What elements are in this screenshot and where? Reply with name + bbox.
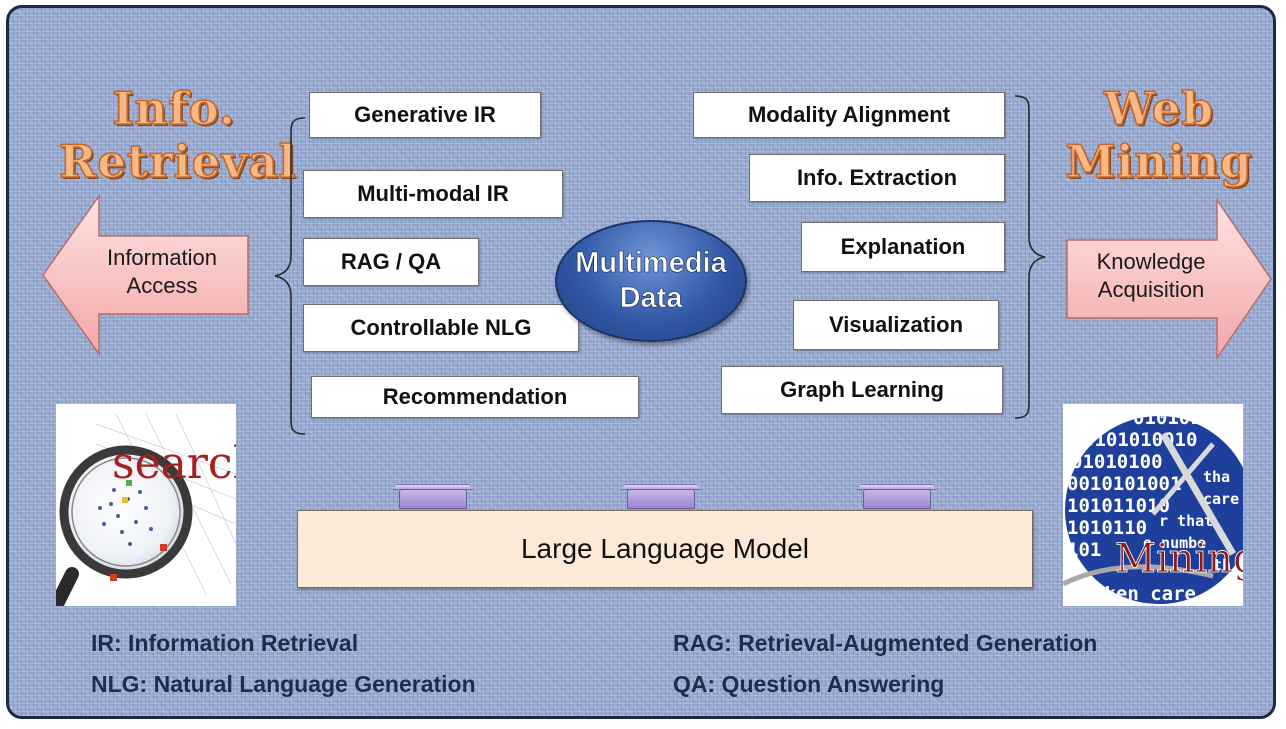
binary-line-2: 0101010010 — [1083, 429, 1197, 451]
multimedia-data-label: Multimedia Data — [575, 246, 727, 316]
binary-line-8: aken care — [1093, 583, 1196, 605]
information-access-line1: Information — [106, 245, 218, 270]
connector-left — [399, 489, 467, 509]
web-mining-title-line2: Mining — [1065, 135, 1253, 188]
left-brace — [274, 117, 306, 435]
code-word-2: care — [1203, 490, 1239, 508]
task-generative-ir: Generative IR — [309, 92, 541, 138]
task-controllable-nlg: Controllable NLG — [303, 304, 579, 352]
binary-line-7: 101 — [1067, 539, 1101, 561]
legend-qa: QA: Question Answering — [673, 671, 945, 697]
magnifier-search-icon: search — [56, 413, 236, 606]
binary-line-6: 1010110 — [1067, 517, 1147, 539]
knowledge-acquisition-line2: Acquisition — [1097, 276, 1205, 302]
multimedia-data-line2: Data — [619, 282, 683, 315]
information-access-line2: Access — [126, 272, 198, 298]
connector-middle — [627, 489, 695, 509]
task-rag-qa: RAG / QA — [303, 238, 479, 286]
code-word-5: th — [1213, 556, 1231, 574]
web-mining-title: Web Mining — [1049, 82, 1269, 188]
binary-line-3: 01010100 — [1071, 451, 1163, 473]
task-multi-modal-ir: Multi-modal IR — [303, 170, 563, 218]
knowledge-acquisition-line1: Knowledge — [1096, 249, 1206, 274]
task-modality-alignment: Modality Alignment — [693, 92, 1005, 138]
right-brace — [1014, 95, 1046, 419]
info-retrieval-title: Info. Retrieval — [58, 82, 297, 188]
task-visualization: Visualization — [793, 300, 999, 350]
task-info-extraction: Info. Extraction — [749, 154, 1005, 202]
information-access-arrow — [42, 194, 249, 356]
task-graph-learning: Graph Learning — [721, 366, 1003, 414]
mining-image: 0101010 0101010010 01010100 0010101001 1… — [1063, 404, 1243, 606]
legend-ir: IR: Information Retrieval — [91, 630, 359, 656]
legend-rag: RAG: Retrieval-Augmented Generation — [673, 630, 1098, 656]
code-word-3: r that — [1159, 512, 1213, 530]
info-retrieval-title-line1: Info. — [112, 82, 236, 135]
large-language-model-bar: Large Language Model — [297, 510, 1033, 588]
large-language-model-label: Large Language Model — [520, 533, 809, 564]
information-access-label: Information Access — [87, 244, 237, 299]
multimedia-data-line1: Multimedia — [575, 247, 727, 280]
connector-right — [863, 489, 931, 509]
mining-word: Mining — [1115, 536, 1243, 582]
knowledge-acquisition-label: Knowledge Acquisition — [1071, 248, 1231, 303]
diagram-frame: Info. Retrieval Web Mining Information A… — [6, 5, 1276, 719]
code-word-1: tha — [1203, 468, 1230, 486]
code-word-4: o numbe — [1143, 534, 1206, 552]
binary-line-5: 101011010 — [1067, 495, 1170, 517]
binary-line-1: 0101010 — [1133, 407, 1213, 429]
binary-line-4: 0010101001 — [1067, 473, 1181, 495]
legend-nlg: NLG: Natural Language Generation — [91, 671, 476, 697]
binary-mining-icon: 0101010 0101010010 01010100 0010101001 1… — [1063, 407, 1243, 605]
info-retrieval-title-line2: Retrieval — [58, 135, 297, 188]
search-word: search — [112, 438, 236, 489]
multimedia-data-node: Multimedia Data — [555, 220, 747, 342]
search-image: search — [56, 404, 236, 606]
task-recommendation: Recommendation — [311, 376, 639, 418]
web-mining-title-line1: Web — [1103, 82, 1214, 135]
task-explanation: Explanation — [801, 222, 1005, 272]
knowledge-acquisition-arrow — [1066, 198, 1272, 360]
